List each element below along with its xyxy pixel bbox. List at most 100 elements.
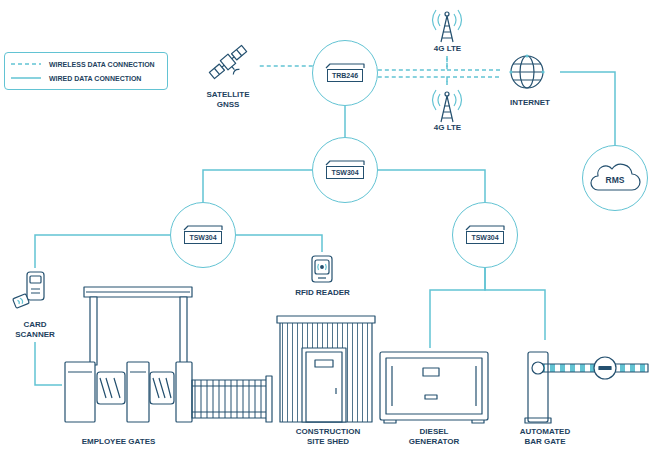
wired-link (485, 268, 545, 340)
card-scanner-icon-part-part (13, 294, 30, 309)
rfid-reader-icon-part (318, 264, 327, 270)
node-label: CARD SCANNER (10, 320, 60, 340)
generator-illustration-part (386, 358, 482, 414)
employee-gates-illustration-part (127, 362, 149, 422)
device-label: TSW304 (466, 231, 503, 244)
node-label: CONSTRUCTION SITE SHED (292, 427, 364, 447)
node-label: 4G LTE (434, 44, 461, 54)
rms-node: RMS (582, 145, 648, 211)
globe-icon-part (511, 64, 543, 80)
globe-icon-part (541, 70, 544, 73)
card-scanner-icon-part (31, 289, 40, 293)
tower-node: 4G LTE (425, 4, 470, 56)
generator-illustration-part (392, 366, 476, 406)
wireless-link (447, 56, 500, 70)
employee-gates-illustration-part (192, 380, 270, 418)
wired-link (344, 106, 346, 137)
employee-gates-illustration-part (180, 297, 187, 365)
generator-illustration-part (384, 420, 484, 423)
device-top (184, 64, 504, 230)
node-label: SATELLITE GNSS (200, 90, 256, 110)
satellite-node: SATELLITE GNSS (197, 38, 259, 112)
device-top-part (326, 161, 364, 165)
cell-tower (433, 90, 462, 122)
generator-illustration-part (380, 352, 488, 420)
satellite-icon-part (214, 50, 247, 82)
device-label: TSW304 (326, 166, 363, 179)
wired-link (560, 72, 615, 145)
internet-node: INTERNET (500, 50, 560, 110)
card-scanner-icon-part (30, 276, 41, 283)
router-node: TRB246 (312, 40, 378, 106)
employee-gates-illustration-part (65, 362, 95, 422)
shed-illustration-part (280, 322, 372, 422)
tower-node: 4G LTE (425, 85, 470, 135)
wired-link (35, 342, 62, 385)
shed-illustration-part (302, 348, 346, 422)
cloud-icon (591, 164, 640, 190)
rfid-reader-icon-part (318, 277, 326, 278)
bar-gate-illustration-part (525, 418, 551, 423)
device-top-part (184, 226, 222, 230)
generator-node: DIESEL GENERATOR (378, 348, 490, 449)
shed-illustration-part (306, 352, 342, 422)
employee-gates-illustration-part (90, 297, 97, 365)
bar-gate-illustration-part (528, 352, 548, 422)
card-scanner-icon-part-part (17, 298, 23, 305)
generator-illustration-part (425, 395, 437, 399)
legend-line (11, 63, 41, 65)
employee-gates-illustration-part (192, 386, 270, 412)
node-label: RFID READER (295, 288, 350, 298)
node-label: INTERNET (510, 98, 550, 108)
satellite-icon (208, 44, 252, 86)
switch-node: TSW304 (170, 202, 236, 268)
globe-icon-part (525, 54, 528, 57)
device-label: TRB246 (327, 69, 363, 82)
employee-gates-illustration-part (100, 378, 120, 398)
wired-link (35, 235, 170, 268)
generator-illustration (380, 352, 488, 423)
card-scanner-icon-part (27, 272, 44, 300)
bar-gate-illustration (525, 352, 648, 423)
rfid-reader-icon-part (312, 256, 332, 282)
wired-link (203, 170, 312, 202)
node-label: 4G LTE (434, 123, 461, 133)
bar-gate-illustration-part (594, 357, 616, 379)
legend: WIRELESS DATA CONNECTION WIRED DATA CONNE… (4, 52, 168, 90)
bar-gate-node: AUTOMATED BAR GATE (500, 340, 590, 449)
generator-illustration-part (423, 368, 439, 376)
node-label: AUTOMATED BAR GATE (513, 427, 577, 447)
bar-gate-illustration-part (599, 367, 611, 370)
bar-gate-illustration-part (532, 362, 544, 374)
legend-row: WIRELESS DATA CONNECTION (11, 57, 161, 71)
device-label: RMS (606, 175, 625, 185)
wired-link (378, 170, 485, 202)
employee-gates-illustration (65, 287, 272, 422)
legend-line (11, 77, 41, 79)
wired-link (236, 235, 322, 252)
employee-gates-illustration-part (266, 376, 272, 422)
wireless-link (447, 77, 500, 85)
node-label: EMPLOYEE GATES (82, 437, 156, 447)
shed-illustration-part (277, 316, 375, 323)
legend-row: WIRED DATA CONNECTION (11, 71, 161, 85)
wireless-link (259, 65, 313, 67)
employee-gates-illustration-part (97, 372, 125, 404)
node-label: DIESEL GENERATOR (403, 427, 465, 447)
globe-icon (509, 54, 544, 88)
shed-node: CONSTRUCTION SITE SHED (278, 312, 378, 449)
employee-gates-illustration-part (176, 362, 192, 422)
legend-text: WIRELESS DATA CONNECTION (49, 61, 155, 68)
device-top-part (326, 64, 364, 68)
rfid-reader-icon-part (315, 260, 329, 274)
cell-tower (433, 10, 462, 42)
card-scanner-icon (13, 272, 44, 308)
switch-node: TSW304 (312, 137, 378, 203)
globe-icon-part (509, 70, 512, 73)
card-scanner-node: CARD SCANNER (7, 268, 63, 342)
rfid-reader-node: RFID READER (285, 252, 360, 300)
employee-gates-illustration-part (84, 287, 192, 297)
employee-gates-node: EMPLOYEE GATES (62, 285, 175, 449)
device-label: TSW304 (184, 231, 221, 244)
